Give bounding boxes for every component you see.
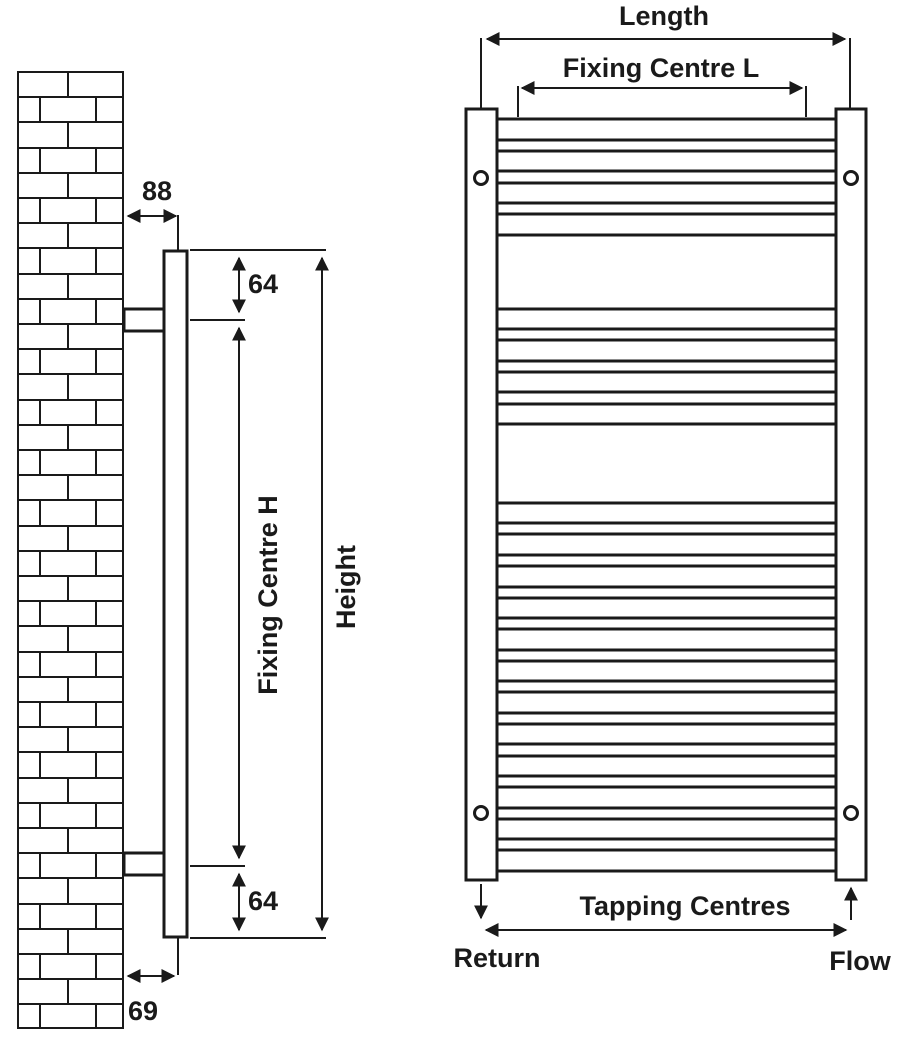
- flow-label: Flow: [829, 946, 891, 976]
- front-view-radiator: [464, 107, 868, 882]
- tapping-centres-label: Tapping Centres: [579, 891, 790, 921]
- wall-offset-top-label: 88: [142, 176, 172, 206]
- height-label: Height: [331, 545, 361, 629]
- side-view-radiator: [122, 249, 189, 939]
- fixing-hole-icon: [843, 170, 859, 186]
- brick-wall: [17, 71, 124, 1029]
- fixing-centre-l-label: Fixing Centre L: [563, 53, 760, 83]
- fixing-hole-icon: [843, 805, 859, 821]
- fixing-hole-icon: [473, 170, 489, 186]
- length-label: Length: [619, 1, 709, 31]
- fixing-centre-h-label: Fixing Centre H: [253, 495, 283, 695]
- bottom-offset-label: 64: [248, 886, 278, 916]
- fixing-hole-icon: [473, 805, 489, 821]
- towel-bars: [497, 117, 836, 873]
- bottom-bracket: [122, 851, 166, 877]
- wall-offset-bottom-label: 69: [128, 996, 158, 1026]
- top-bracket: [122, 307, 166, 333]
- top-offset-label: 64: [248, 269, 278, 299]
- right-rail: [834, 107, 868, 882]
- front-dimensions: [474, 32, 858, 937]
- side-dimensions: [126, 209, 329, 983]
- left-rail: [464, 107, 499, 882]
- return-label: Return: [454, 943, 541, 973]
- side-panel: [162, 249, 189, 939]
